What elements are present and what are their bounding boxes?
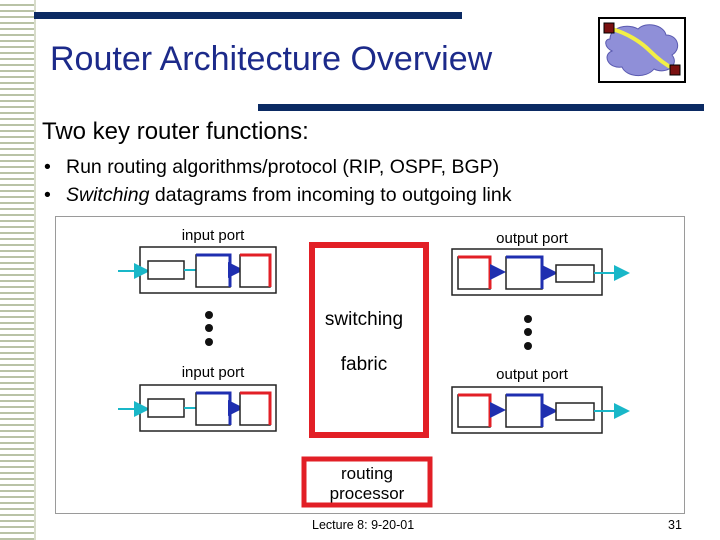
line-termination-box [147, 260, 185, 280]
line-termination-box [555, 264, 595, 283]
bullet-text: datagrams from incoming to outgoing link [149, 184, 512, 206]
top-bar [34, 12, 462, 19]
switching-fabric-box [309, 242, 429, 438]
ellipsis-dot [524, 315, 532, 323]
bullet-item: • Run routing algorithms/protocol (RIP, O… [44, 153, 512, 181]
fabric-label-line1: switching [325, 309, 403, 330]
mid-bar [258, 104, 704, 111]
link-layer-box [195, 392, 231, 426]
ellipsis-dot [205, 324, 213, 332]
network-cloud-icon [598, 17, 686, 83]
ellipsis-dot [524, 342, 532, 350]
link-layer-box [195, 254, 231, 288]
output-port-label-bottom: output port [496, 366, 569, 383]
decorative-side-stripes [0, 0, 36, 540]
fabric-label-line2: fabric [341, 354, 387, 375]
bullet-marker: • [44, 184, 51, 206]
output-queue-box [457, 394, 491, 428]
lookup-queue-accent [240, 391, 272, 425]
input-port-label-bottom: input port [182, 364, 245, 381]
bullet-marker: • [44, 156, 51, 178]
link-layer-box [505, 394, 543, 428]
link-layer-box [505, 256, 543, 290]
output-queue-box [457, 256, 491, 290]
ellipsis-dot [205, 338, 213, 346]
routing-label-line1: routing [341, 464, 393, 483]
input-port-label-top: input port [182, 227, 245, 244]
bullet-text: Run routing algorithms/protocol (RIP, OS… [66, 156, 500, 178]
footer-lecture: Lecture 8: 9-20-01 [312, 518, 415, 532]
bullet-item: • Switching datagrams from incoming to ou… [44, 181, 512, 209]
lookup-queue-box [239, 392, 271, 426]
bullet-emphasis: Switching [66, 184, 150, 206]
output-port-label-top: output port [496, 230, 569, 247]
subheading: Two key router functions: [42, 118, 309, 145]
routing-processor-box [301, 456, 433, 508]
slide-title: Router Architecture Overview [50, 40, 493, 78]
lookup-queue-box [239, 254, 271, 288]
line-termination-box [555, 402, 595, 421]
ellipsis-dot [205, 311, 213, 319]
router-architecture-diagram: switching fabric routing processor input… [55, 216, 685, 514]
routing-label-line2: processor [330, 484, 405, 503]
page-number: 31 [668, 518, 682, 532]
line-termination-box [147, 398, 185, 418]
lookup-queue-accent [240, 253, 272, 287]
bullet-list: • Run routing algorithms/protocol (RIP, O… [44, 153, 512, 209]
ellipsis-dot [524, 328, 532, 336]
